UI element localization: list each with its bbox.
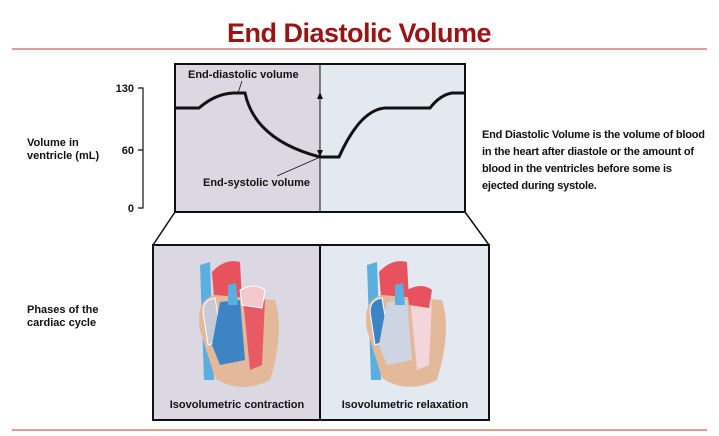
tick-60: 60 bbox=[122, 145, 134, 157]
description-text: End Diastolic Volume is the volume of bl… bbox=[482, 129, 705, 192]
y-axis: 130 60 0 Volume in ventricle (mL) bbox=[27, 83, 144, 215]
end-diastolic-label: End-diastolic volume bbox=[188, 69, 299, 81]
volume-curve bbox=[175, 91, 465, 159]
phases-label-2: cardiac cycle bbox=[27, 317, 96, 329]
tick-130: 130 bbox=[116, 83, 134, 95]
page-title: End Diastolic Volume bbox=[227, 18, 492, 48]
phases-panels: Isovolumetric contraction Isovolumetric … bbox=[152, 244, 490, 421]
heart-relaxation-illustration bbox=[366, 261, 446, 388]
phases-label-1: Phases of the bbox=[27, 304, 99, 316]
axis-label-1: Volume in bbox=[27, 137, 79, 149]
heart-contraction-illustration bbox=[199, 261, 279, 388]
tick-0: 0 bbox=[128, 203, 134, 215]
phase-right-label: Isovolumetric relaxation bbox=[342, 399, 469, 411]
end-systolic-label: End-systolic volume bbox=[203, 177, 310, 189]
volume-graph: End-diastolic volume End-systolic volume bbox=[152, 63, 490, 246]
phase-left-label: Isovolumetric contraction bbox=[170, 399, 305, 411]
axis-label-2: ventricle (mL) bbox=[27, 150, 99, 162]
